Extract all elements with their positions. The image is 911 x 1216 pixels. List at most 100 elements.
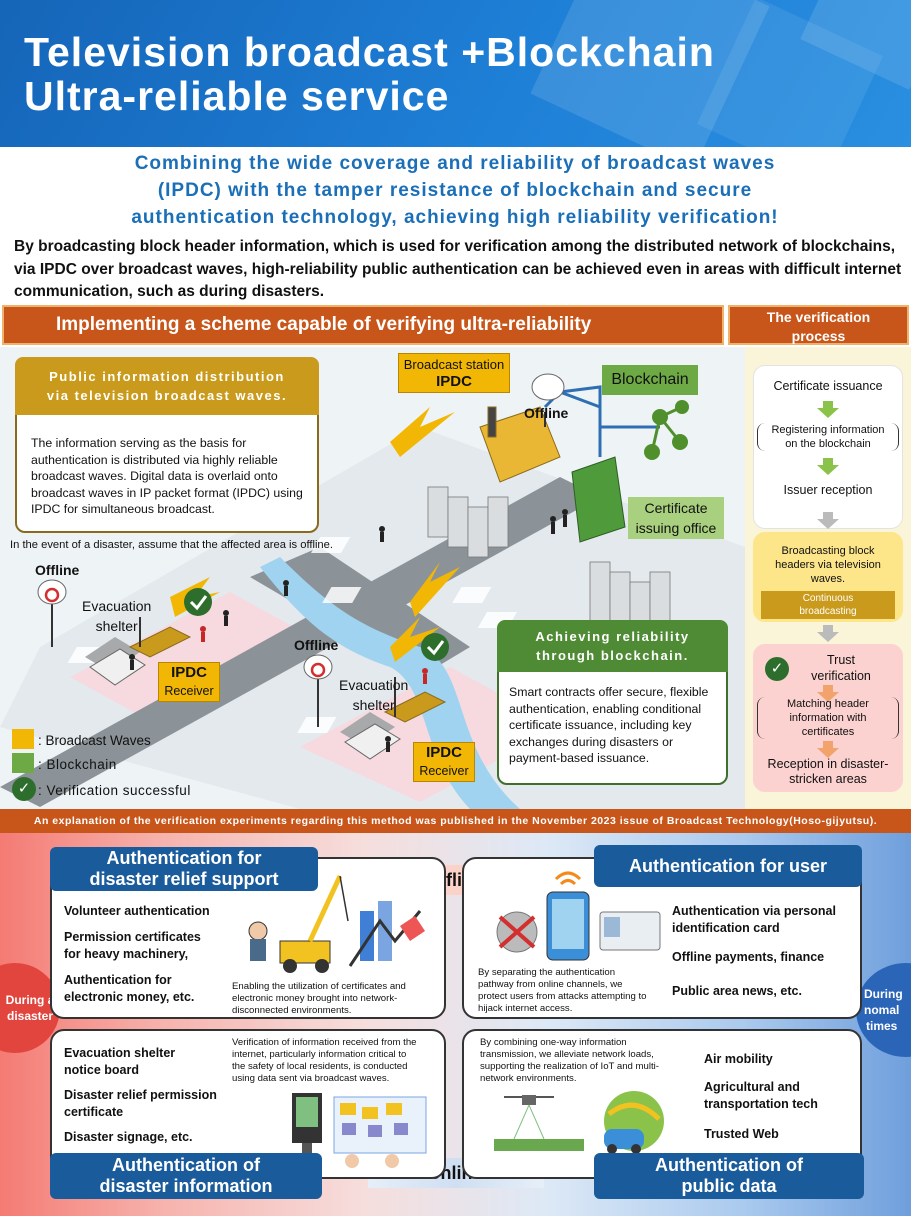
p1-item: Authentication for electronic money, etc.: [64, 972, 194, 1006]
callout-head-line: through blockchain.: [536, 648, 689, 663]
note-line: Verification of information received fro…: [232, 1037, 417, 1048]
legend-broadcast-swatch: [12, 729, 34, 749]
arrow-down-icon: [817, 692, 839, 702]
process-step-reception: Reception in disaster- stricken areas: [753, 757, 903, 787]
intro-text: By broadcasting block header information…: [14, 238, 902, 300]
step-line: Reception in disaster-: [767, 757, 889, 771]
scheme-title-bar: Implementing a scheme capable of verifyi…: [2, 305, 724, 345]
offline-label-left: Offline: [35, 562, 80, 578]
tag-line: Certificate: [644, 500, 708, 516]
item-line: Disaster relief permission: [64, 1088, 217, 1102]
p3-title: Authentication of disaster information: [50, 1153, 322, 1199]
tag-line: IPDC: [171, 664, 207, 681]
note-line: using data sent via broadcast waves.: [232, 1073, 390, 1084]
note-line: protect users from attacks attempting to: [478, 991, 647, 1002]
broadcast-station-tag: Broadcast station IPDC: [398, 353, 510, 393]
step-line: stricken areas: [789, 772, 867, 786]
ipdc-receiver-tag-2: IPDC Receiver: [413, 742, 475, 782]
title-line: Authentication of: [655, 1155, 803, 1175]
item-line: identification card: [672, 921, 780, 935]
process-step-trust: Trust verification: [791, 652, 891, 684]
p2-title: Authentication for user: [594, 845, 862, 887]
legend-blockchain-label: : Blockchain: [38, 757, 117, 772]
offline-label-top: Offline: [524, 405, 569, 421]
title-line: disaster relief support: [89, 869, 279, 889]
item-line: transportation tech: [704, 1097, 818, 1111]
shelter-label-1: Evacuation shelter: [82, 596, 151, 636]
item-line: Authentication for: [64, 973, 172, 987]
footnote-bar: An explanation of the verification exper…: [0, 809, 911, 833]
callout-head-line: Public information distribution: [49, 369, 285, 384]
process-title-line: The verification: [766, 309, 871, 325]
item-line: Authentication via personal: [672, 904, 836, 918]
note-line: disconnected environments.: [232, 1005, 352, 1016]
tag-line: Receiver: [419, 764, 469, 778]
label-line: Evacuation: [339, 677, 409, 693]
tag-line: Receiver: [164, 684, 214, 698]
item-line: for heavy machinery,: [64, 947, 189, 961]
step-line: certificates: [801, 726, 855, 738]
subtitle: Combining the wide coverage and reliabil…: [40, 150, 870, 231]
arrow-down-icon: [817, 632, 839, 642]
verification-process-panel: Certificate issuance Registering informa…: [745, 347, 911, 809]
arrow-down-icon: [823, 401, 833, 409]
p3-note: Verification of information received fro…: [232, 1037, 417, 1085]
step-line: waves.: [810, 573, 846, 585]
arrow-down-icon: [817, 519, 839, 529]
title-line: Authentication of: [112, 1155, 260, 1175]
item-line: notice board: [64, 1063, 140, 1077]
page-title: Television broadcast +Blockchain Ultra-r…: [24, 30, 894, 118]
arrow-down-icon: [823, 625, 833, 633]
step-line: headers via television: [775, 559, 881, 571]
note-line: internet, particularly information criti…: [232, 1049, 407, 1060]
note-line: By combining one-way information: [480, 1037, 627, 1048]
heavy-machinery-icon: [248, 874, 425, 973]
tag-line: Broadcast station: [403, 357, 505, 372]
item-line: electronic money, etc.: [64, 990, 195, 1004]
process-step-broadcasting: Broadcasting block headers via televisio…: [753, 544, 903, 586]
p1-title: Authentication for disaster relief suppo…: [50, 847, 318, 891]
smartphone-id-icon: [496, 871, 661, 961]
legend-blockchain-swatch: [12, 753, 34, 773]
process-step-matching: Matching header information with certifi…: [757, 697, 899, 739]
arrow-down-icon: [823, 458, 833, 466]
step-line: information with: [789, 712, 867, 724]
arrow-down-icon: [817, 408, 839, 418]
label-line: Evacuation: [82, 598, 152, 614]
process-step-issuance: Certificate issuance: [773, 379, 883, 393]
p2-note: By separating the authentication pathway…: [478, 967, 647, 1015]
subtitle-line: (IPDC) with the tamper resistance of blo…: [157, 180, 753, 201]
badge-line: disaster: [6, 1009, 54, 1023]
note-line: hijack internet access.: [478, 1003, 573, 1014]
p2-item: Offline payments, finance: [672, 950, 825, 964]
arrow-down-icon: [817, 465, 839, 475]
step-line: on the blockchain: [785, 438, 871, 450]
step-line: Matching header: [787, 698, 869, 710]
process-title-bar: The verification process: [728, 305, 909, 345]
tag-line: IPDC: [426, 744, 462, 761]
offline-label-mid: Offline: [294, 637, 339, 653]
item-line: Permission certificates: [64, 930, 201, 944]
scheme-title: Implementing a scheme capable of verifyi…: [56, 314, 592, 335]
note-line: Enabling the utilization of certificates…: [232, 981, 406, 992]
note-line: the safety of local residents, is conduc…: [232, 1061, 408, 1072]
p4-title: Authentication of public data: [594, 1153, 864, 1199]
title-line: Authentication for: [106, 848, 262, 868]
title-line: Television broadcast +Blockchain: [24, 29, 715, 75]
title-line: Ultra-reliable service: [24, 73, 450, 119]
step-line: Trust: [826, 653, 855, 667]
process-group-issuance: [753, 365, 903, 529]
title-line: public data: [681, 1176, 777, 1196]
verified-check-icon: ✓: [12, 777, 36, 801]
step-line: Broadcasting block: [781, 545, 875, 557]
badge-line: During a: [5, 993, 55, 1007]
p1-item: Volunteer authentication: [64, 904, 210, 918]
note-line: electronic money brought into network-: [232, 993, 398, 1004]
p3-item: Disaster signage, etc.: [64, 1130, 193, 1144]
item-line: certificate: [64, 1105, 124, 1119]
note-line: pathway from online channels, we: [478, 979, 623, 990]
process-step-registering: Registering information on the blockchai…: [757, 423, 899, 451]
during-normal-badge: During nomal times: [856, 963, 911, 1057]
